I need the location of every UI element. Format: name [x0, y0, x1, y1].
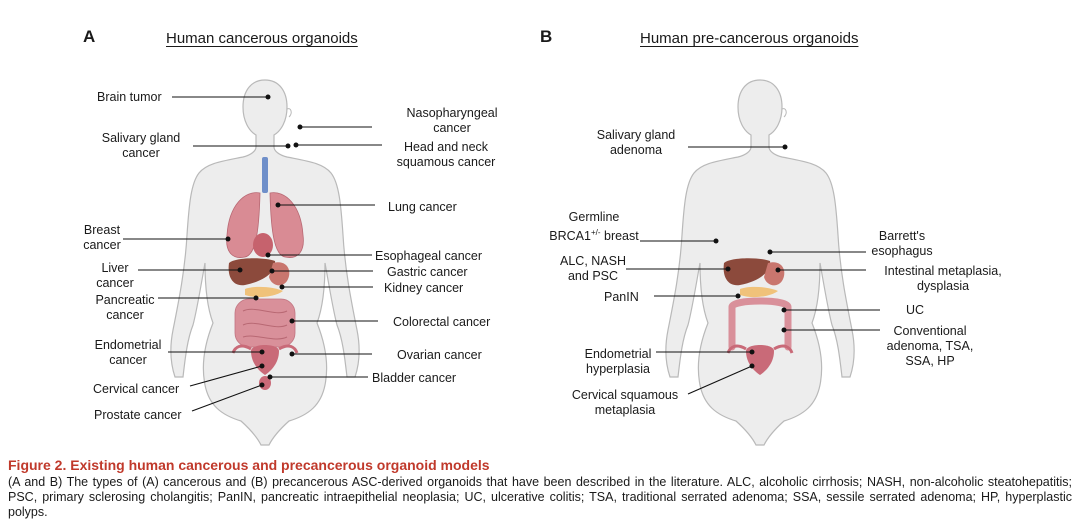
label-bladder-cancer: Bladder cancer: [372, 371, 457, 385]
trachea-icon: [262, 157, 268, 193]
label-uc: UC: [906, 303, 925, 317]
figure-caption: Figure 2. Existing human cancerous and p…: [8, 457, 1072, 520]
leader-dots-a: [225, 94, 303, 388]
label-lung-cancer: Lung cancer: [388, 200, 457, 214]
label-intestinal-metaplasia: Intestinal metaplasia,dysplasia: [884, 264, 1002, 293]
label-gastric-cancer: Gastric cancer: [387, 265, 468, 279]
figure-artwork: [123, 79, 880, 446]
label-colorectal-cancer: Colorectal cancer: [393, 315, 491, 329]
label-panin: PanIN: [604, 290, 639, 304]
label-esophageal-cancer: Esophageal cancer: [375, 249, 483, 263]
panel-a-title: Human cancerous organoids: [166, 30, 358, 47]
liver-icon: [228, 258, 276, 286]
label-germline-brca1-breast: Germline BRCA1+/- breast: [549, 210, 639, 244]
label-ovarian-cancer: Ovarian cancer: [397, 348, 482, 362]
leader-lines-a: [123, 96, 382, 412]
body-figure-a: [170, 79, 360, 446]
panel-a-letter: A: [83, 27, 96, 46]
label-cervical-cancer: Cervical cancer: [93, 382, 180, 396]
caption-title: Figure 2. Existing human cancerous and p…: [8, 457, 490, 473]
body-figure-b: [665, 79, 855, 446]
figure: A Human cancerous organoids Brain tumor …: [83, 27, 1002, 446]
intestine-icon: [728, 297, 792, 351]
leader-lines-b: [626, 146, 880, 395]
leader-dots-b: [713, 144, 788, 369]
intestine-icon: [234, 298, 296, 348]
panel-b-letter: B: [540, 27, 553, 46]
label-prostate-cancer: Prostate cancer: [94, 408, 182, 422]
caption-body: (A and B) The types of (A) cancerous and…: [8, 475, 1072, 519]
panel-b-title: Human pre-cancerous organoids: [640, 30, 859, 47]
label-kidney-cancer: Kidney cancer: [384, 281, 464, 295]
pancreas-icon: [740, 286, 778, 298]
liver-icon: [723, 258, 771, 286]
label-brain-tumor: Brain tumor: [97, 90, 162, 104]
pancreas-icon: [245, 286, 283, 298]
